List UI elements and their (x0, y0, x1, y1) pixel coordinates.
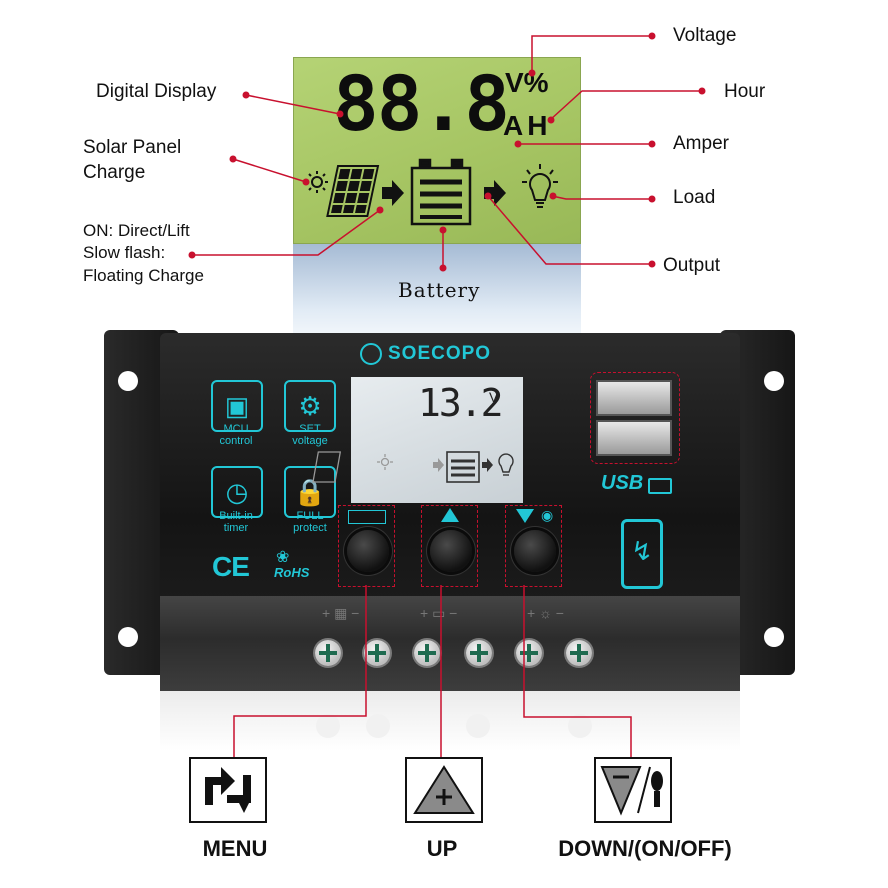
label-amper: Amper (673, 133, 729, 154)
bulb-small-icon: ◉ (541, 507, 554, 523)
battery-icon (410, 158, 472, 226)
label-slow-flash: Slow flash: (83, 243, 166, 262)
arrow-right-icon (433, 458, 444, 472)
leaf-logo-icon (360, 343, 382, 365)
phone-charging-icon: ↯ (621, 519, 663, 589)
brand-name: SOECOPO (388, 343, 492, 364)
sun-icon (306, 171, 328, 193)
label-hour: Hour (724, 81, 766, 102)
reflection-screw (568, 714, 592, 738)
display-digits: 88.8 (333, 59, 510, 148)
mount-hole (764, 371, 784, 391)
up-label: UP (426, 836, 458, 861)
label-on-direct: ON: Direct/Lift (83, 221, 190, 240)
up-button-frame (421, 505, 478, 587)
gear-icon: ⚙ (284, 380, 336, 432)
label-floating-charge: Floating Charge (83, 266, 204, 285)
brand-logo: SOECOPO (360, 343, 491, 365)
up-plus-triangle-icon (413, 765, 475, 814)
clock-icon: ◷ (211, 466, 263, 518)
terminal-label-battery: + ▭ − (420, 605, 458, 621)
down-knob[interactable] (514, 530, 556, 572)
solar-panel-icon (312, 451, 342, 483)
down-label: DOWN/(ON/OFF) (558, 836, 732, 861)
terminal-screw[interactable] (466, 640, 492, 666)
solar-panel-icon (326, 165, 380, 217)
lightbulb-icon (498, 453, 514, 476)
arrow-right-icon (482, 458, 493, 472)
up-knob[interactable] (430, 530, 472, 572)
label-solar-panel: Solar Panel (83, 137, 182, 158)
label-output: Output (663, 255, 721, 276)
mcu-chip-icon: ▣ (211, 380, 263, 432)
rohs-mark: RoHS (274, 565, 310, 580)
label-voltage: Voltage (673, 25, 737, 46)
down-legend-icon (594, 757, 672, 823)
menu-label: MENU (202, 836, 268, 861)
menu-symbol-icon (348, 510, 386, 524)
terminal-label-load: + ☼ − (527, 605, 564, 621)
terminal-label-solar: + ▦ − (322, 605, 360, 621)
label-battery: Battery (398, 278, 481, 302)
lcd-voltage-unit: V (489, 389, 499, 405)
terminal-strip (160, 596, 740, 691)
label-digital-display: Digital Display (96, 81, 217, 102)
terminal-screw[interactable] (364, 640, 390, 666)
terminal-screw[interactable] (414, 640, 440, 666)
display-unit-vpct: V% (505, 67, 549, 98)
label-load: Load (673, 187, 716, 208)
reflection (160, 691, 740, 751)
menu-legend-icon (189, 757, 267, 823)
lightbulb-icon (522, 164, 558, 208)
cycle-arrows-icon (205, 767, 251, 813)
lcd-voltage-value: 13.2 (418, 381, 504, 425)
leaf-icon: ❀ (276, 549, 290, 566)
mount-hole (118, 371, 138, 391)
reflection-screw (366, 714, 390, 738)
arrow-right-icon (484, 180, 506, 206)
device-lcd (351, 377, 523, 503)
down-button-frame (505, 505, 562, 587)
sun-icon (377, 454, 393, 470)
mount-hole (764, 627, 784, 647)
terminal-screw[interactable] (315, 640, 341, 666)
usb-label: USB (601, 472, 644, 494)
battery-icon (446, 451, 480, 483)
reflection-screw (466, 714, 490, 738)
terminal-screw[interactable] (566, 640, 592, 666)
label-solar-charge: Charge (83, 162, 146, 183)
usb-plug-icon (648, 478, 672, 494)
usb-port-bottom[interactable] (596, 420, 672, 456)
display-unit-ah: AH (503, 110, 552, 141)
down-triangle-icon (516, 509, 534, 523)
mount-hole (118, 627, 138, 647)
ce-mark: CE (212, 551, 250, 582)
usb-port-frame (590, 372, 680, 464)
up-triangle-icon (441, 508, 459, 522)
terminal-screw[interactable] (516, 640, 542, 666)
reflection-screw (316, 714, 340, 738)
callout-lines (192, 35, 702, 268)
down-minus-bulb-icon (600, 766, 663, 816)
menu-knob[interactable] (347, 530, 389, 572)
usb-port-top[interactable] (596, 380, 672, 416)
arrow-right-icon (382, 180, 404, 206)
up-legend-icon (405, 757, 483, 823)
